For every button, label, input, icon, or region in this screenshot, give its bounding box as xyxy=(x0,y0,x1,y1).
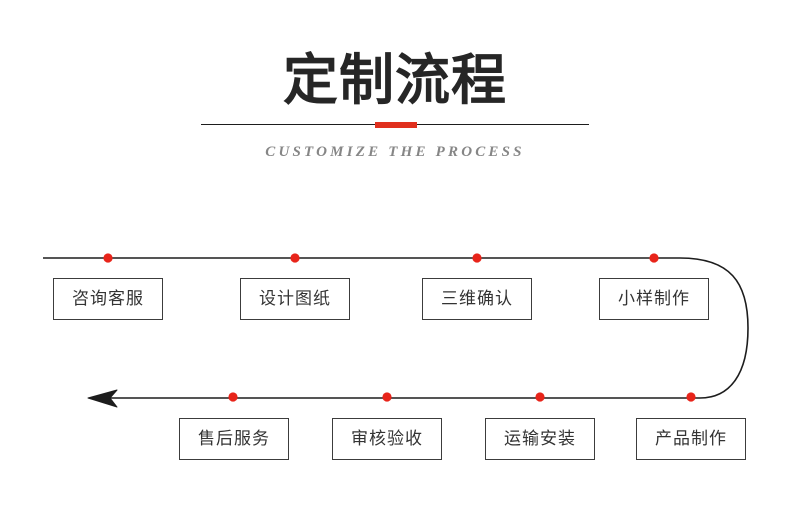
flow-step-box-8[interactable]: 售后服务 xyxy=(179,418,289,460)
flow-step-box-5[interactable]: 产品制作 xyxy=(636,418,746,460)
page-subtitle: CUSTOMIZE THE PROCESS xyxy=(265,144,525,160)
node-marker-top-3 xyxy=(472,253,482,263)
title-divider xyxy=(201,122,589,128)
flow-step-box-2[interactable]: 设计图纸 xyxy=(240,278,350,320)
flow-step-box-1[interactable]: 咨询客服 xyxy=(53,278,163,320)
node-marker-bottom-3 xyxy=(382,392,392,402)
node-marker-bottom-1 xyxy=(686,392,696,402)
flow-line-uturn xyxy=(679,257,749,399)
node-marker-bottom-4 xyxy=(228,392,238,402)
flow-step-box-4[interactable]: 小样制作 xyxy=(599,278,709,320)
divider-accent-bar xyxy=(375,122,417,128)
node-marker-bottom-2 xyxy=(535,392,545,402)
flow-step-box-7[interactable]: 审核验收 xyxy=(332,418,442,460)
page-title: 定制流程 xyxy=(282,48,507,112)
node-marker-top-4 xyxy=(649,253,659,263)
flow-step-box-6[interactable]: 运输安装 xyxy=(485,418,595,460)
node-marker-top-2 xyxy=(290,253,300,263)
header-section: 定制流程 CUSTOMIZE THE PROCESS xyxy=(0,0,790,200)
node-marker-top-1 xyxy=(103,253,113,263)
flow-step-box-3[interactable]: 三维确认 xyxy=(422,278,532,320)
arrow-left-icon xyxy=(87,389,118,408)
